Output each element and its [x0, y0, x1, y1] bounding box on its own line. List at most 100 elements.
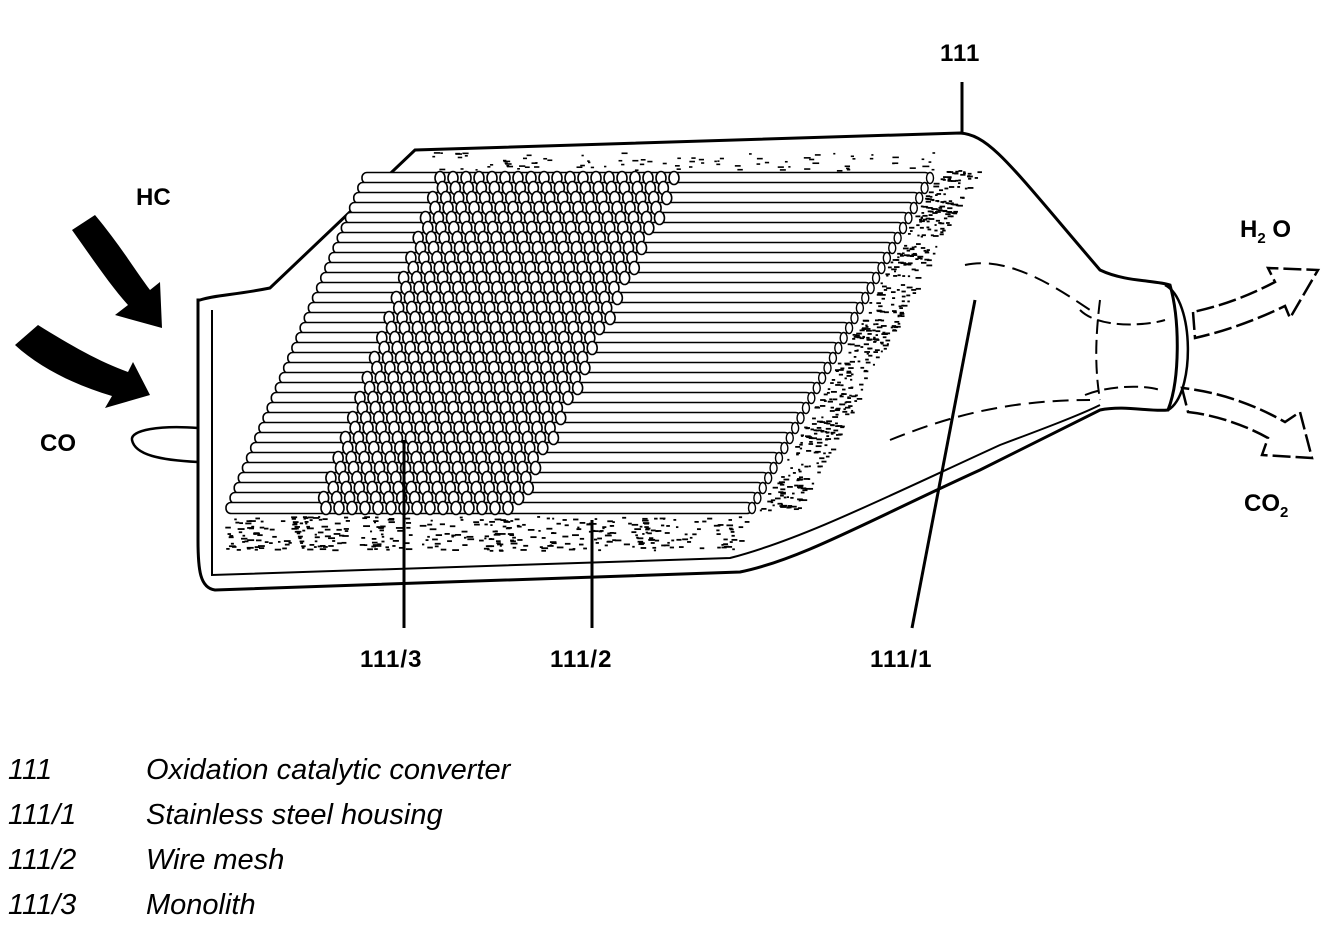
mesh-speckle: [739, 540, 745, 542]
mesh-speckle: [527, 528, 535, 531]
mesh-speckle: [835, 384, 841, 386]
mesh-speckle: [635, 534, 638, 537]
mesh-speckle: [787, 505, 793, 507]
mesh-speckle: [728, 527, 733, 530]
mesh-speckle: [729, 528, 734, 531]
mesh-speckle: [950, 180, 957, 182]
mesh-speckle: [694, 520, 699, 523]
mesh-speckle: [819, 457, 825, 460]
mesh-speckle: [613, 532, 617, 535]
mesh-speckle: [497, 543, 504, 546]
mesh-speckle: [801, 463, 804, 466]
mesh-speckle: [960, 173, 966, 176]
mesh-speckle: [813, 432, 818, 435]
mesh-speckle: [875, 330, 881, 333]
mesh-speckle: [919, 226, 924, 229]
mesh-speckle: [324, 535, 331, 538]
mesh-speckle: [573, 518, 579, 521]
mesh-speckle: [500, 519, 507, 521]
mesh-speckle: [799, 447, 803, 450]
mesh-speckle: [718, 524, 724, 526]
mesh-speckle: [875, 334, 878, 336]
mesh-speckle: [855, 334, 860, 337]
mesh-speckle: [901, 252, 905, 255]
mesh-speckle: [507, 533, 514, 535]
monolith-cell: [411, 500, 423, 516]
mesh-speckle: [405, 542, 410, 545]
mesh-speckle: [836, 437, 840, 440]
mesh-speckle: [912, 292, 917, 294]
mesh-speckle: [920, 216, 923, 219]
label-h2o-tail: O: [1265, 216, 1292, 243]
monolith-cell: [547, 430, 560, 446]
mesh-speckle: [462, 544, 468, 546]
mesh-speckle: [873, 336, 876, 339]
mesh-speckle: [228, 536, 234, 539]
mesh-speckle: [257, 534, 263, 537]
mesh-speckle: [864, 377, 868, 380]
mesh-speckle: [856, 397, 863, 400]
mesh-speckle: [897, 315, 900, 318]
mesh-speckle: [892, 259, 898, 261]
mesh-speckle: [880, 350, 883, 353]
mesh-speckle: [379, 529, 384, 532]
mesh-speckle: [864, 351, 871, 353]
mesh-speckle: [339, 534, 345, 537]
mesh-speckle: [821, 416, 824, 419]
mesh-speckle: [650, 529, 656, 532]
tube-end: [850, 311, 859, 325]
monolith-cell: [562, 390, 574, 406]
mesh-speckle: [791, 505, 797, 508]
mesh-speckle: [317, 531, 324, 534]
mesh-speckle: [859, 337, 865, 340]
mesh-speckle: [636, 536, 639, 539]
mesh-speckle: [282, 547, 287, 550]
mesh-speckle: [654, 517, 658, 520]
legend-desc: Stainless steel housing: [146, 799, 443, 831]
mesh-speckle: [804, 487, 811, 490]
mesh-speckle: [637, 537, 644, 540]
mesh-speckle: [506, 164, 510, 167]
mesh-speckle: [655, 530, 659, 533]
mesh-speckle: [898, 305, 902, 308]
mesh-speckle: [254, 546, 261, 548]
mesh-speckle: [842, 388, 846, 391]
tube-end: [855, 301, 865, 315]
mesh-speckle: [921, 158, 925, 161]
monolith-cell: [618, 270, 631, 286]
mesh-speckle: [283, 540, 291, 542]
mesh-speckle: [922, 165, 930, 168]
mesh-speckle: [728, 519, 733, 521]
mesh-speckle: [564, 524, 569, 527]
mesh-speckle: [894, 320, 900, 323]
mesh-speckle: [920, 205, 924, 208]
mesh-speckle: [777, 482, 781, 485]
mesh-speckle: [832, 398, 838, 401]
mesh-speckle: [816, 426, 822, 429]
mesh-speckle: [875, 323, 879, 326]
mesh-speckle: [650, 542, 655, 544]
mesh-speckle: [923, 249, 927, 252]
mesh-speckle: [579, 521, 586, 524]
mesh-speckle: [878, 319, 882, 321]
mesh-speckle: [510, 540, 516, 543]
housing-outline: [196, 131, 1179, 592]
mesh-speckle: [291, 517, 296, 520]
mesh-speckle: [451, 534, 456, 537]
mesh-speckle: [644, 526, 649, 528]
mesh-speckle: [779, 505, 783, 507]
mesh-speckle: [363, 525, 371, 528]
mesh-speckle: [307, 516, 314, 519]
co2-arrow-icon: [1180, 386, 1314, 460]
mesh-speckle: [691, 157, 696, 159]
mesh-speckle: [925, 195, 931, 198]
mesh-speckle: [907, 263, 912, 266]
mesh-speckle: [580, 164, 585, 167]
mesh-speckle: [844, 406, 851, 409]
mesh-speckle: [906, 294, 911, 297]
mesh-speckle: [894, 270, 897, 273]
mesh-speckle: [816, 462, 819, 465]
label-h2o-sub: 2: [1257, 229, 1266, 247]
mesh-speckle: [253, 533, 257, 535]
